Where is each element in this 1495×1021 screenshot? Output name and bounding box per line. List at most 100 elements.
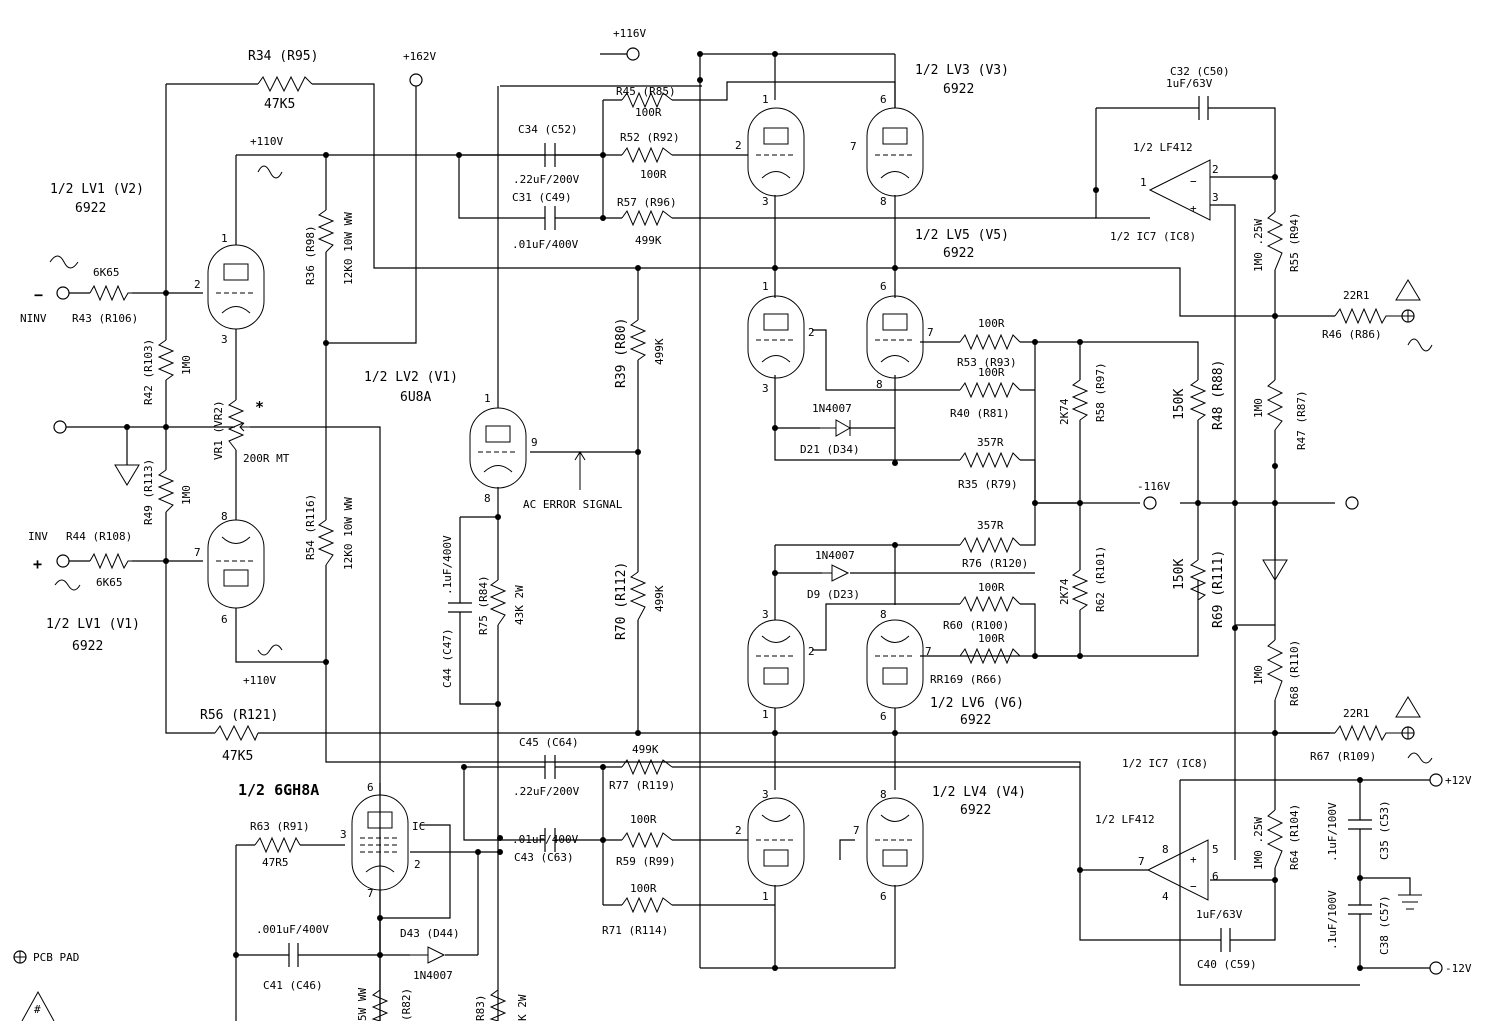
- svg-text:R34 (R95): R34 (R95): [248, 49, 318, 64]
- svg-text:499K: 499K: [632, 743, 659, 756]
- svg-text:IC: IC: [412, 820, 425, 833]
- svg-text:D43 (D44): D43 (D44): [400, 927, 460, 940]
- svg-text:200R MT: 200R MT: [243, 452, 290, 465]
- svg-text:6922: 6922: [75, 201, 106, 216]
- svg-text:R46 (R86): R46 (R86): [1322, 328, 1382, 341]
- svg-text:22R1: 22R1: [1343, 289, 1370, 302]
- tube-lv1-top: [207, 244, 265, 330]
- input-plus: +: [33, 555, 42, 573]
- svg-text:6K65: 6K65: [96, 576, 123, 589]
- svg-text:R43 (R106): R43 (R106): [72, 312, 138, 325]
- labels: +162V +116V +110V +110V -116V +12V -12V …: [20, 27, 1472, 1021]
- svg-text:43K 2W: 43K 2W: [513, 585, 526, 625]
- svg-text:1/2 IC7 (IC8): 1/2 IC7 (IC8): [1110, 230, 1196, 243]
- capacitors: [282, 96, 1372, 967]
- svg-text:6: 6: [880, 890, 887, 903]
- m12-terminal: [1429, 961, 1443, 975]
- svg-text:1/2 LV3 (V3): 1/2 LV3 (V3): [915, 63, 1009, 78]
- svg-text:R71 (R114): R71 (R114): [602, 924, 668, 937]
- svg-text:5: 5: [1212, 843, 1219, 856]
- svg-text:1/2 6GH8A: 1/2 6GH8A: [238, 781, 319, 799]
- op-amps: [1146, 159, 1211, 901]
- svg-text:1: 1: [762, 708, 769, 721]
- tube-lv2: [469, 407, 527, 489]
- svg-text:3: 3: [1212, 191, 1219, 204]
- svg-text:8: 8: [880, 608, 887, 621]
- svg-text:R59 (R99): R59 (R99): [616, 855, 676, 868]
- svg-text:C38 (C57): C38 (C57): [1378, 895, 1391, 955]
- svg-text:R75 (R84): R75 (R84): [477, 575, 490, 635]
- svg-text:R63 (R91): R63 (R91): [250, 820, 310, 833]
- svg-text:R60 (R100): R60 (R100): [943, 619, 1009, 632]
- svg-text:C32 (C50): C32 (C50): [1170, 65, 1230, 78]
- svg-text:6: 6: [367, 781, 374, 794]
- svg-text:.1uF/100V: .1uF/100V: [1326, 890, 1339, 950]
- svg-text:D9 (D23): D9 (D23): [807, 588, 860, 601]
- svg-text:C40 (C59): C40 (C59): [1197, 958, 1257, 971]
- svg-text:100R: 100R: [978, 632, 1005, 645]
- svg-text:2: 2: [194, 278, 201, 291]
- svg-text:R49 (R113): R49 (R113): [142, 459, 155, 525]
- svg-text:.1uF/100V: .1uF/100V: [1326, 802, 1339, 862]
- svg-text:499K: 499K: [653, 585, 666, 612]
- svg-text:R36 (R98): R36 (R98): [304, 225, 317, 285]
- svg-text:1/2 LV2 (V1): 1/2 LV2 (V1): [364, 370, 458, 385]
- svg-text:1N4007: 1N4007: [812, 402, 852, 415]
- svg-text:R58 (R97): R58 (R97): [1094, 362, 1107, 422]
- svg-text:12K0 10W WW: 12K0 10W WW: [342, 497, 355, 570]
- svg-text:*: *: [255, 398, 264, 416]
- svg-text:6: 6: [880, 710, 887, 723]
- svg-text:1/2 LV1 (V1): 1/2 LV1 (V1): [46, 617, 140, 632]
- tube-6gh8a: [351, 794, 409, 891]
- svg-text:2K74: 2K74: [1058, 578, 1071, 605]
- svg-text:1: 1: [762, 280, 769, 293]
- rail-p116: +116V: [613, 27, 646, 40]
- svg-text:8: 8: [221, 510, 228, 523]
- svg-text:150K: 150K: [1172, 389, 1187, 420]
- svg-text:C45 (C64): C45 (C64): [519, 736, 579, 749]
- m116-terminal: [1143, 496, 1157, 510]
- svg-text:VR1 (VR2): VR1 (VR2): [212, 400, 225, 460]
- svg-text:3: 3: [340, 828, 347, 841]
- svg-text:1/2 LV5 (V5): 1/2 LV5 (V5): [915, 228, 1009, 243]
- svg-text:357R: 357R: [977, 436, 1004, 449]
- signal-marks: [49, 165, 1433, 764]
- svg-text:7: 7: [1138, 855, 1145, 868]
- svg-text:8: 8: [1162, 843, 1169, 856]
- svg-text:1N4007: 1N4007: [413, 969, 453, 982]
- svg-text:+: +: [1190, 202, 1197, 215]
- svg-text:1/2 LV4 (V4): 1/2 LV4 (V4): [932, 785, 1026, 800]
- svg-text:C31 (C49): C31 (C49): [512, 191, 572, 204]
- svg-text:R70 (R112): R70 (R112): [614, 562, 629, 640]
- svg-text:1M0: 1M0: [1252, 398, 1265, 418]
- svg-text:C43 (C63): C43 (C63): [514, 851, 574, 864]
- svg-text:7: 7: [367, 887, 374, 900]
- svg-text:499K: 499K: [635, 234, 662, 247]
- svg-text:6U8A: 6U8A: [400, 390, 431, 405]
- svg-text:6: 6: [880, 93, 887, 106]
- rail-m12: -12V: [1445, 962, 1472, 975]
- svg-text:+: +: [1190, 853, 1197, 866]
- input-inv: INV: [28, 530, 48, 543]
- vacuum-tubes: [207, 107, 924, 891]
- svg-text:.22uF/200V: .22uF/200V: [513, 785, 580, 798]
- svg-text:1/2 LV1 (V2): 1/2 LV1 (V2): [50, 182, 144, 197]
- svg-text:2K74: 2K74: [1058, 398, 1071, 425]
- svg-text:8: 8: [876, 378, 883, 391]
- svg-text:7: 7: [194, 546, 201, 559]
- ground-terminal: [53, 420, 67, 434]
- svg-text:1/2 LF412: 1/2 LF412: [1095, 813, 1155, 826]
- tube-lv4-right: [866, 797, 924, 887]
- svg-text:C44 (C47): C44 (C47): [441, 628, 454, 688]
- svg-text:7: 7: [850, 140, 857, 153]
- rail-m116: -116V: [1137, 480, 1170, 493]
- svg-text:47K5: 47K5: [222, 749, 253, 764]
- input-ninv: NINV: [20, 312, 47, 325]
- svg-text:2: 2: [735, 824, 742, 837]
- svg-text:3: 3: [221, 333, 228, 346]
- svg-text:150K: 150K: [1172, 559, 1187, 590]
- tube-lv1-bottom: [207, 519, 265, 609]
- svg-text:1uF/63V: 1uF/63V: [1196, 908, 1243, 921]
- svg-text:7: 7: [925, 645, 932, 658]
- svg-text:R55 (R94): R55 (R94): [1288, 212, 1301, 272]
